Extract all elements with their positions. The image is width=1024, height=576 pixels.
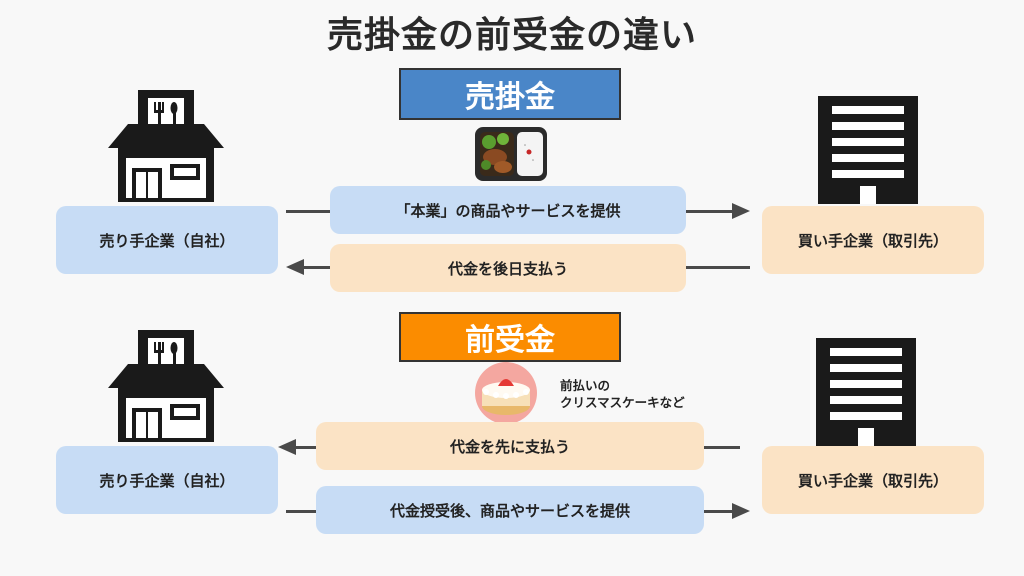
arrow-head-right <box>732 503 750 519</box>
arrow-line <box>296 446 316 449</box>
arrow-line <box>704 446 740 449</box>
arrow-line <box>686 210 732 213</box>
flow-provide-goods: 「本業」の商品やサービスを提供 <box>330 186 686 234</box>
arrow-line <box>286 210 330 213</box>
arrow-line <box>686 266 750 269</box>
flow-pay-first: 代金を先に支払う <box>316 422 704 470</box>
restaurant-building-icon <box>108 330 224 442</box>
note-text: 前払いの クリスマスケーキなど <box>560 377 685 411</box>
bento-icon <box>475 127 547 181</box>
section-label-accounts-receivable: 売掛金 <box>399 68 621 120</box>
seller-box: 売り手企業（自社） <box>56 446 278 514</box>
arrow-line <box>304 266 330 269</box>
flow-pay-later: 代金を後日支払う <box>330 244 686 292</box>
arrow-head-left <box>278 439 296 455</box>
buyer-box: 買い手企業（取引先） <box>762 206 984 274</box>
office-building-icon <box>816 338 916 446</box>
page-title: 売掛金の前受金の違い <box>326 15 697 56</box>
flow-provide-after-payment: 代金授受後、商品やサービスを提供 <box>316 486 704 534</box>
note-line: 前払いの <box>560 378 611 393</box>
seller-box: 売り手企業（自社） <box>56 206 278 274</box>
arrow-line <box>704 510 732 513</box>
restaurant-building-icon <box>108 90 224 202</box>
buyer-box: 買い手企業（取引先） <box>762 446 984 514</box>
arrow-line <box>286 510 316 513</box>
note-line: クリスマスケーキなど <box>560 395 685 410</box>
cake-icon <box>475 362 537 424</box>
arrow-head-right <box>732 203 750 219</box>
arrow-head-left <box>286 259 304 275</box>
office-building-icon <box>818 96 918 204</box>
section-label-advance-received: 前受金 <box>399 312 621 362</box>
